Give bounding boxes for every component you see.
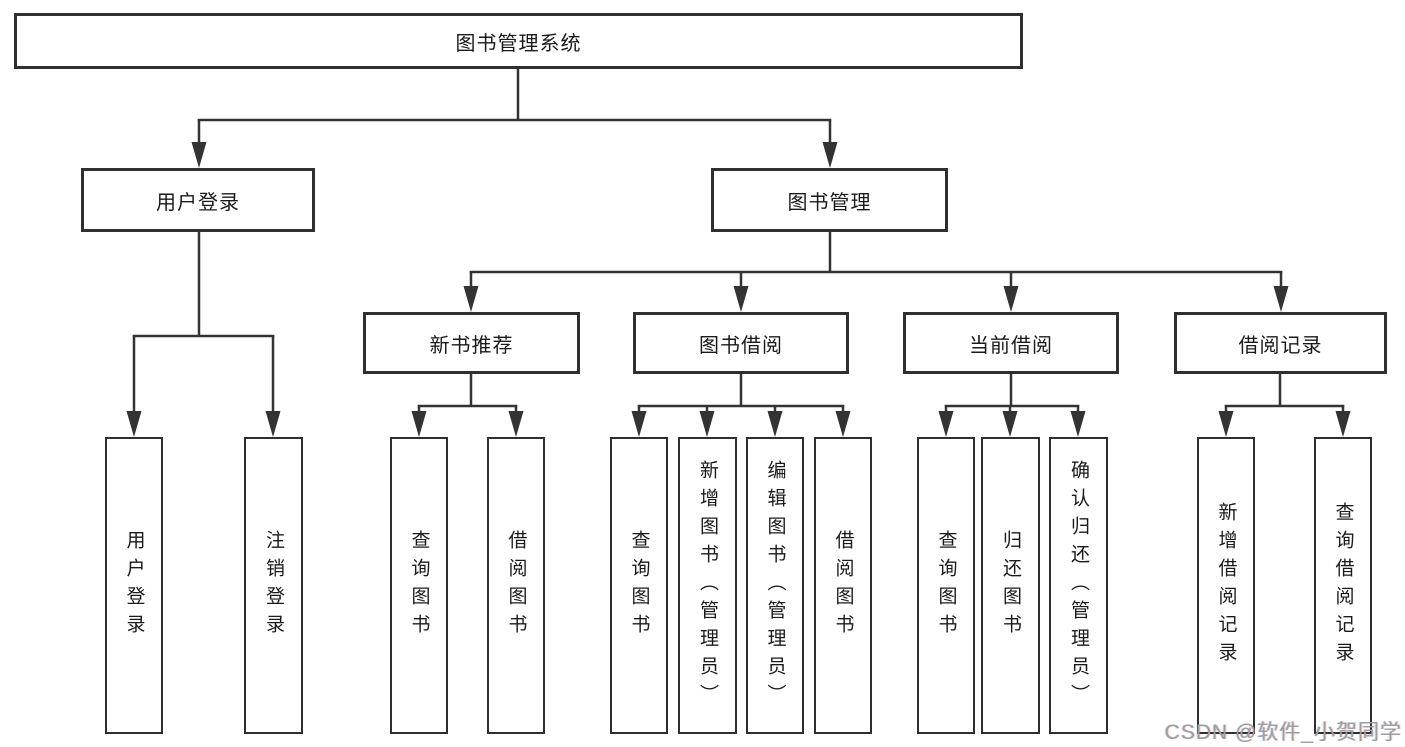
user-login-label: 用户登录 xyxy=(156,191,240,214)
leaf-borrow-book-label: 借阅图书 xyxy=(832,529,854,642)
leaf-edit-book-admin-label: 编辑图书（管理员） xyxy=(764,459,786,712)
leaf-add-book-admin-box: 新增图书（管理员） xyxy=(678,437,737,734)
leaf-return-book-box: 归还图书 xyxy=(981,437,1040,734)
borrow-record-box: 借阅记录 xyxy=(1174,312,1387,374)
current-borrow-box: 当前借阅 xyxy=(903,312,1119,374)
leaf-borrow-book-recommend-label: 借阅图书 xyxy=(505,529,527,642)
leaf-query-book-recommend-box: 查询图书 xyxy=(390,437,448,734)
leaf-query-book-borrow-box: 查询图书 xyxy=(610,437,668,734)
borrow-record-label: 借阅记录 xyxy=(1238,334,1323,357)
leaf-add-book-admin-label: 新增图书（管理员） xyxy=(697,459,718,712)
leaf-logout-label: 注销登录 xyxy=(263,529,284,642)
leaf-query-book-borrow-label: 查询图书 xyxy=(628,529,650,642)
system-root-label: 图书管理系统 xyxy=(455,32,582,55)
leaf-confirm-return-admin-box: 确认归还（管理员） xyxy=(1049,437,1108,734)
leaf-borrow-book-recommend-box: 借阅图书 xyxy=(487,437,545,734)
leaf-query-borrow-record-label: 查询借阅记录 xyxy=(1332,501,1354,670)
leaf-return-book-label: 归还图书 xyxy=(1000,529,1021,642)
leaf-query-book-recommend-label: 查询图书 xyxy=(408,529,430,642)
leaf-logout-box: 注销登录 xyxy=(244,437,303,734)
book-management-box: 图书管理 xyxy=(711,168,948,232)
leaf-user-login-label: 用户登录 xyxy=(123,529,145,642)
leaf-borrow-book-box: 借阅图书 xyxy=(814,437,872,734)
new-book-recommend-label: 新书推荐 xyxy=(429,334,514,357)
leaf-query-borrow-record-box: 查询借阅记录 xyxy=(1314,437,1372,734)
book-borrow-label: 图书借阅 xyxy=(699,334,783,357)
system-root-box: 图书管理系统 xyxy=(14,13,1023,69)
leaf-user-login-box: 用户登录 xyxy=(105,437,163,734)
book-management-label: 图书管理 xyxy=(787,191,872,214)
leaf-edit-book-admin-box: 编辑图书（管理员） xyxy=(746,437,804,734)
user-login-box: 用户登录 xyxy=(81,168,315,232)
current-borrow-label: 当前借阅 xyxy=(969,334,1053,357)
leaf-confirm-return-admin-label: 确认归还（管理员） xyxy=(1068,459,1089,712)
leaf-add-borrow-record-box: 新增借阅记录 xyxy=(1197,437,1255,734)
book-borrow-box: 图书借阅 xyxy=(633,312,849,374)
leaf-add-borrow-record-label: 新增借阅记录 xyxy=(1215,501,1237,670)
leaf-query-book-current-label: 查询图书 xyxy=(935,529,957,642)
leaf-query-book-current-box: 查询图书 xyxy=(917,437,975,734)
new-book-recommend-box: 新书推荐 xyxy=(363,312,580,374)
